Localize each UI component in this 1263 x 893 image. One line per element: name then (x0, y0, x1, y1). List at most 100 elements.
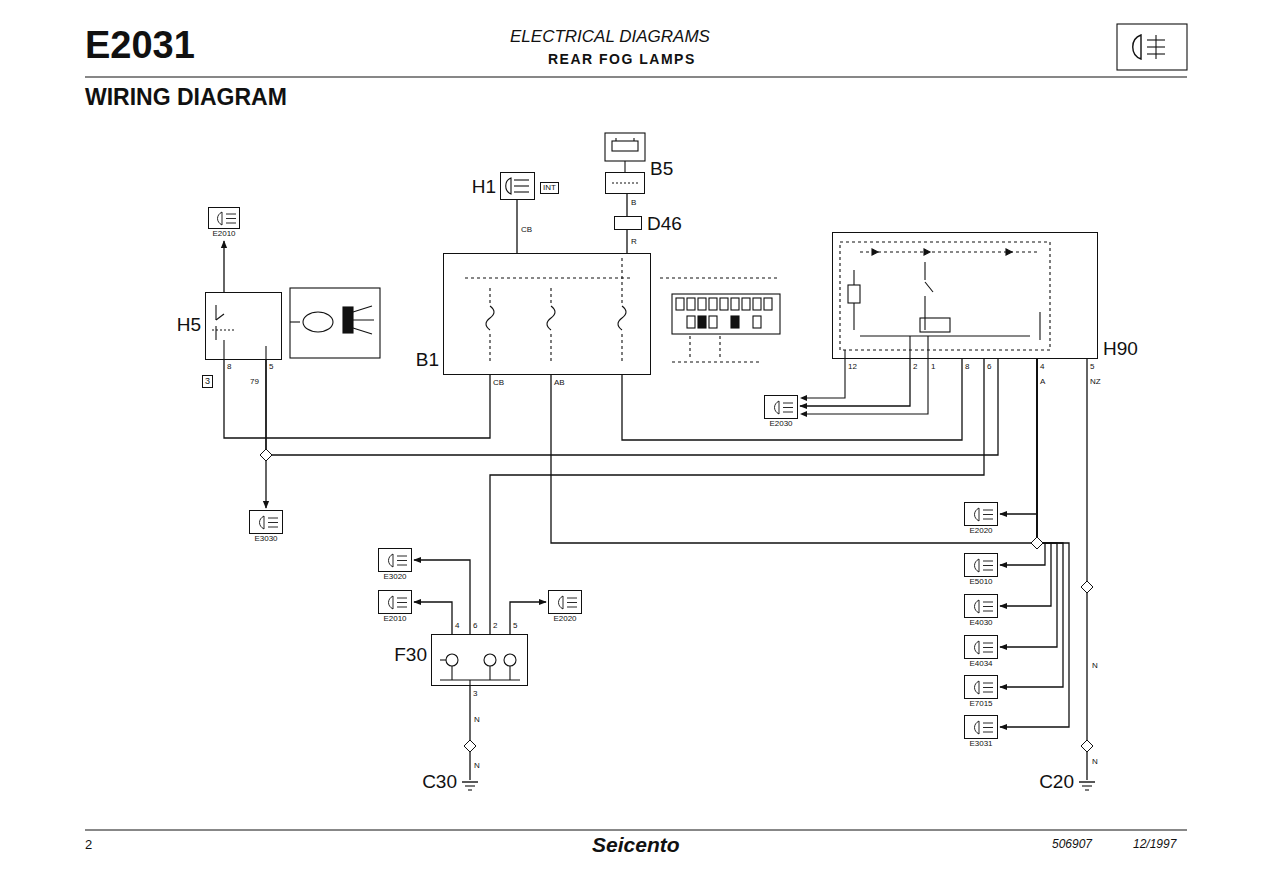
wire (224, 360, 490, 438)
wire (800, 395, 807, 401)
symbol-frame (964, 553, 998, 577)
page-text: WIRING DIAGRAM (85, 86, 287, 109)
switch-symbol (212, 329, 236, 330)
pin-label: 12 (848, 363, 857, 371)
symbol-frame (964, 502, 998, 526)
battery-symbol (612, 141, 638, 151)
ground-symbol (462, 782, 1095, 790)
fuse-box-sketch (719, 336, 720, 360)
fuse-box-sketch (753, 298, 761, 310)
fuse-symbol (489, 288, 490, 304)
lamp-symbol (440, 679, 520, 680)
reference-code: E2020 (964, 526, 998, 536)
junction-diamond (1031, 537, 1043, 549)
relay-symbol (840, 242, 1050, 359)
wire (223, 241, 224, 292)
section-icon (1117, 24, 1187, 70)
fog-lamp-illustration (290, 321, 300, 322)
wire (800, 411, 807, 417)
component-label: F30 (394, 645, 427, 664)
page-text: 506907 (1052, 838, 1092, 850)
pin-label: N (474, 762, 480, 770)
reference-code: E5010 (964, 577, 998, 587)
reference-icon (260, 516, 279, 529)
component-label: B1 (416, 350, 439, 369)
junction-diamond (464, 740, 476, 752)
relay-symbol (925, 282, 933, 292)
fuse-box-sketch (689, 336, 690, 360)
lamp-symbol (440, 659, 446, 660)
reference-icon (975, 641, 994, 654)
lamp-symbol (484, 654, 496, 666)
lamp-symbol (514, 191, 529, 192)
wire (490, 359, 984, 634)
fuse-box-sketch (698, 316, 706, 328)
fuse-box-sketch (709, 316, 717, 328)
fuse-box-sketch (687, 316, 695, 328)
battery-symbol (605, 133, 645, 161)
fuse-box-sketch (720, 298, 728, 310)
junction-diamond (260, 449, 1093, 752)
switch-symbol (215, 305, 216, 320)
lamp-symbol (446, 654, 458, 666)
relay-symbol (1006, 249, 1012, 255)
fuse-box-sketch (731, 298, 739, 310)
fuse-symbol (489, 334, 490, 364)
ground-point: C30 (462, 780, 478, 792)
fuse-box-sketch (764, 298, 772, 310)
fuse-symbol (618, 306, 626, 330)
component-note: INT (540, 182, 559, 194)
component-box: D46 (614, 216, 642, 230)
reference-code: E4034 (964, 659, 998, 669)
component-box: H1INT (500, 172, 535, 200)
wire (626, 230, 627, 253)
reference-box: E2030 (764, 395, 798, 429)
component-box: F30 (431, 634, 528, 686)
page-text: E2031 (85, 26, 195, 64)
wire (1000, 359, 1057, 647)
reference-code: E3030 (249, 534, 283, 544)
component-label: H90 (1103, 339, 1138, 358)
page-rule (85, 76, 1187, 77)
switch-symbol (212, 305, 266, 360)
fog-lamp-illustration (303, 312, 333, 332)
relay-symbol (909, 336, 910, 359)
switch-symbol (265, 346, 266, 360)
symbol-frame (964, 675, 998, 699)
relay-symbol (848, 285, 860, 303)
reference-icon (775, 401, 794, 414)
fuse-box-sketch (660, 277, 780, 278)
pin-label: NZ (1090, 378, 1101, 386)
fuse-box-sketch (698, 298, 706, 310)
fuse-symbol (621, 334, 622, 364)
ground-symbol (1085, 789, 1089, 790)
pin-label: 3 (473, 690, 477, 698)
reference-box: E4030 (964, 594, 998, 628)
fuse-box-sketch (676, 298, 684, 310)
reference-box: E3031 (964, 715, 998, 749)
relay-symbol (1039, 312, 1040, 340)
ground-symbol (462, 781, 478, 782)
fuse-symbol (547, 306, 555, 330)
relay-symbol (924, 249, 930, 255)
reference-code: E3031 (964, 739, 998, 749)
component-box: B5 (605, 172, 645, 194)
ground-symbol (468, 789, 472, 790)
fuse-symbol (550, 288, 551, 304)
reference-icon (218, 212, 237, 225)
fuse-box-sketch (709, 298, 717, 310)
pin-label: 8 (965, 363, 969, 371)
ground-symbol (1079, 781, 1095, 782)
ground-point: C20 (1079, 780, 1095, 792)
switch-symbol (216, 314, 224, 320)
switch-symbol (215, 326, 216, 340)
battery-symbol (615, 138, 616, 141)
pin-label: 5 (269, 363, 273, 371)
symbol-frame (964, 635, 998, 659)
component-label: D46 (647, 214, 682, 233)
relay-symbol (853, 303, 854, 330)
reference-icon (975, 681, 994, 694)
battery-symbol (612, 182, 638, 183)
